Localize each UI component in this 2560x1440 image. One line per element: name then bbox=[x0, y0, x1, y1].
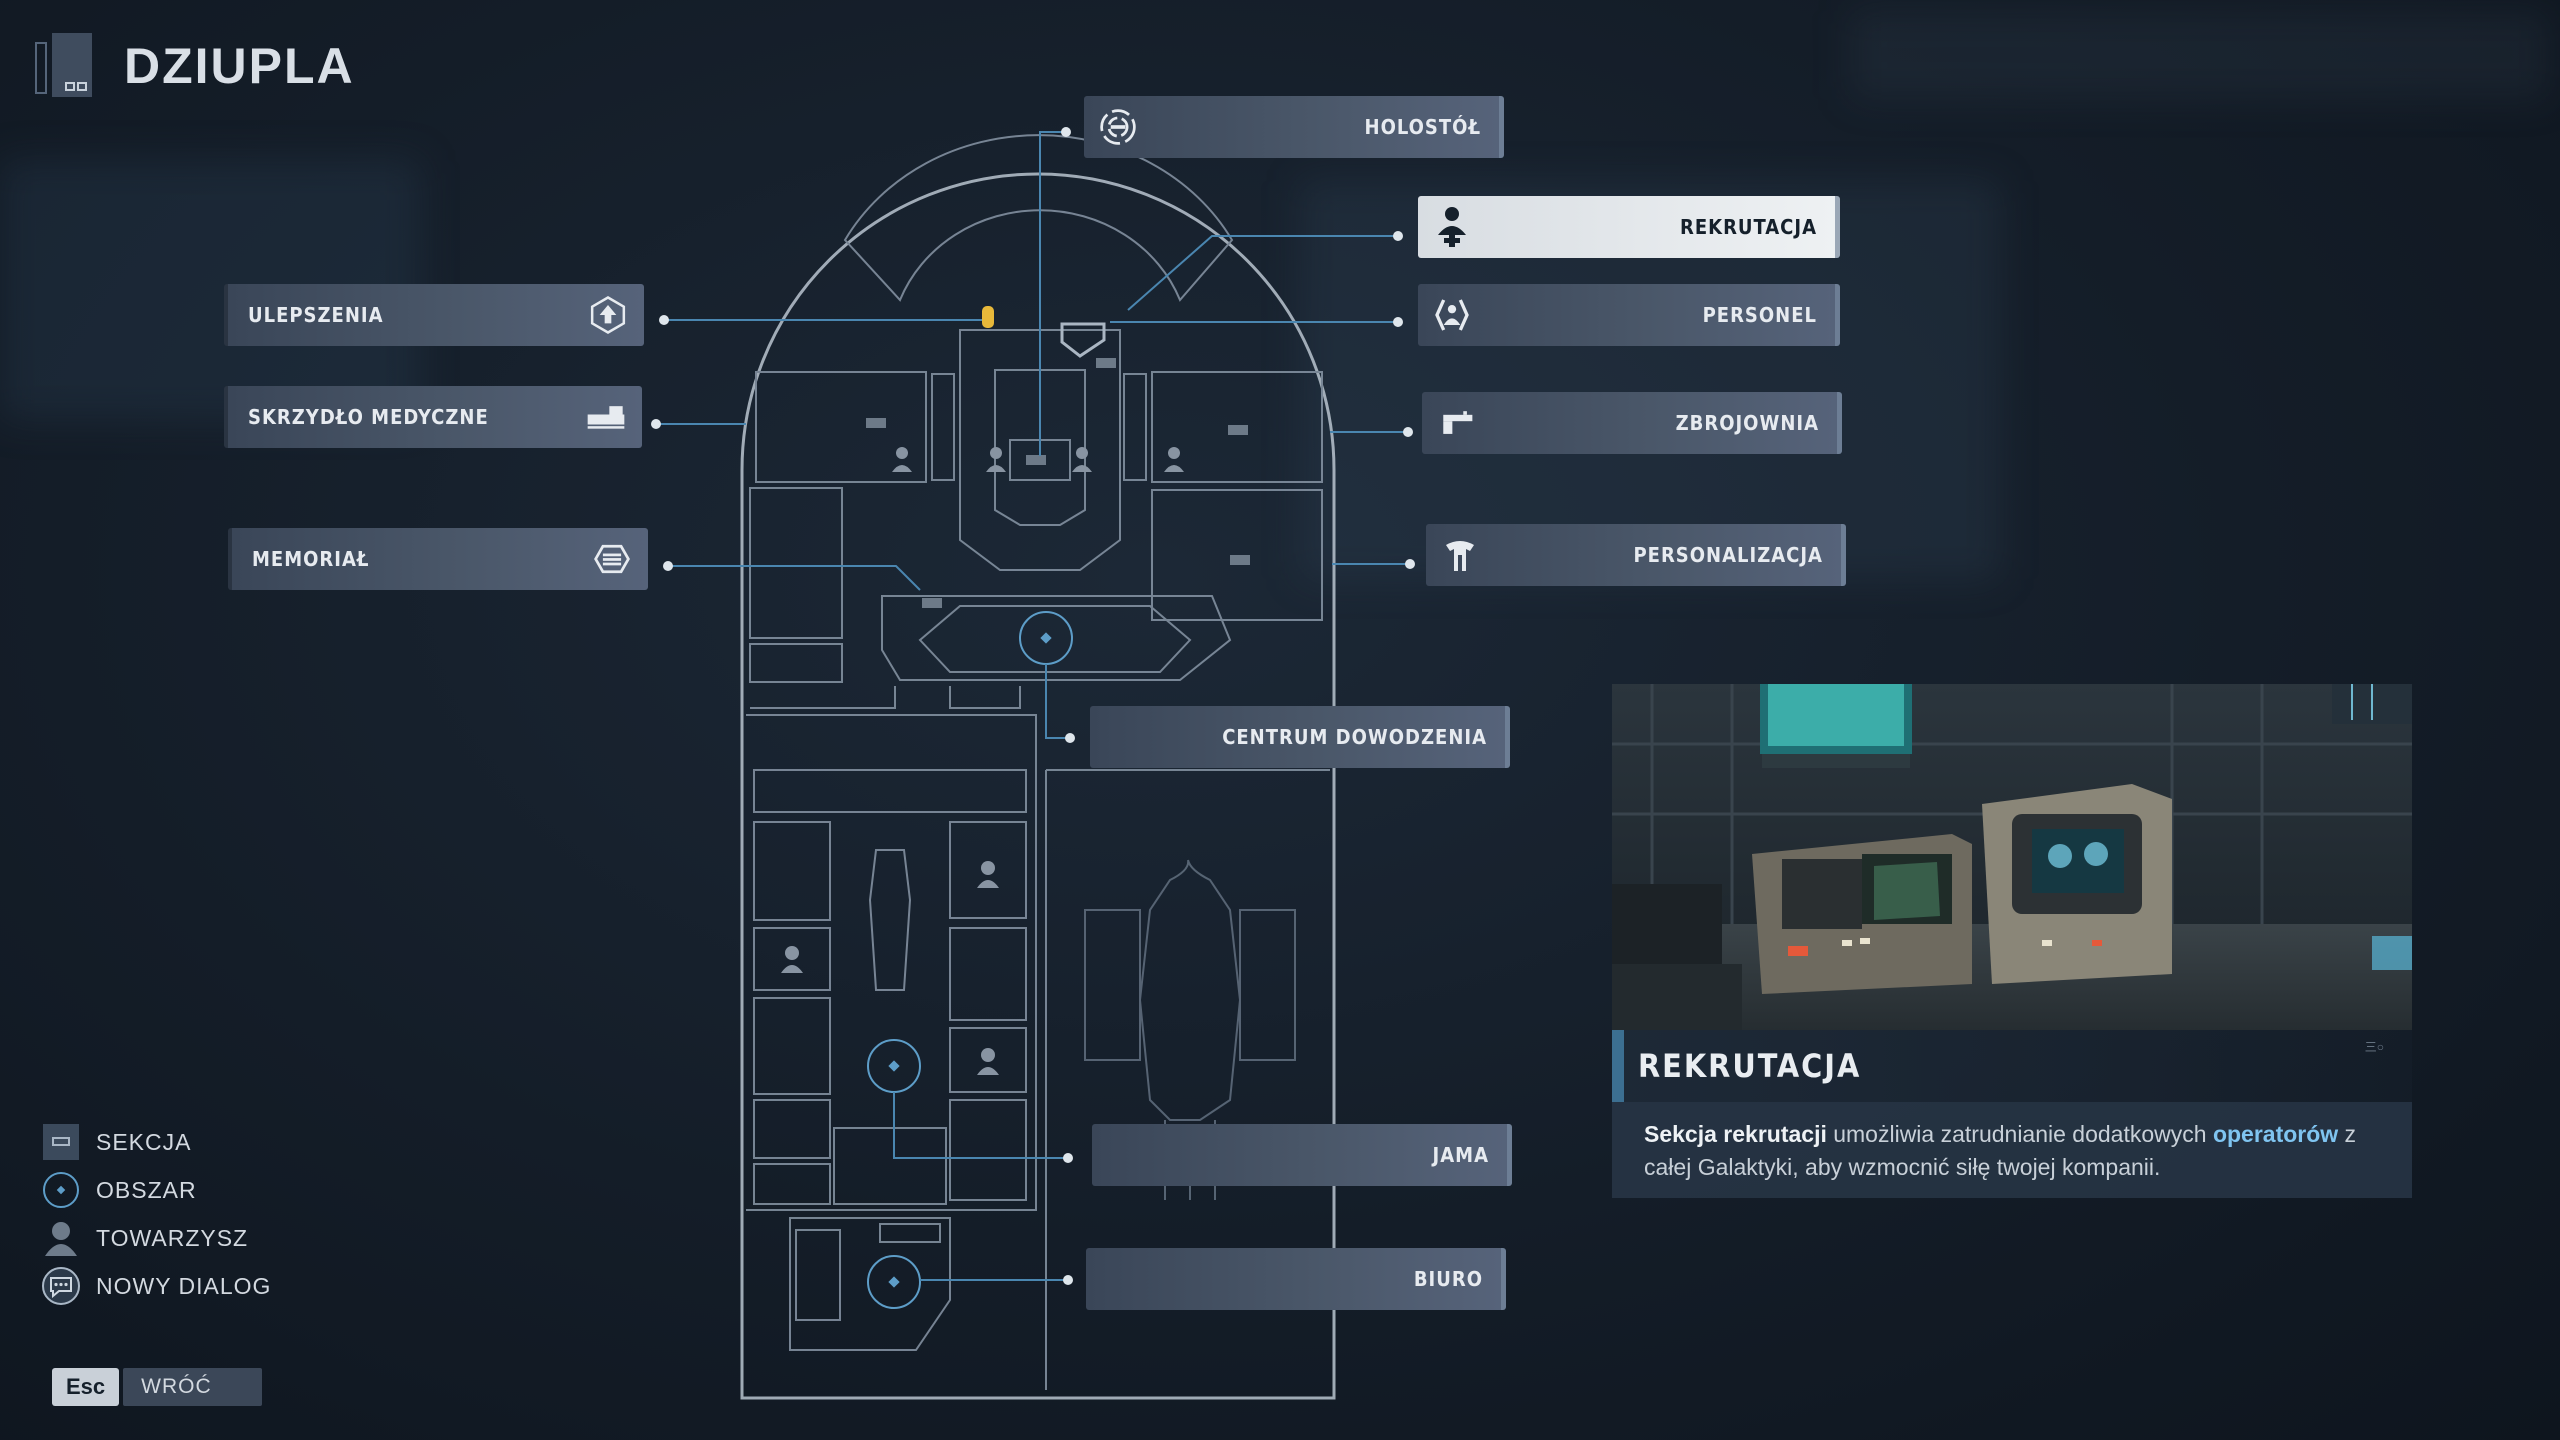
map-label-jama[interactable]: JAMA bbox=[1092, 1124, 1512, 1186]
new-dialog-icon bbox=[40, 1265, 82, 1307]
map-label-rekrutacja[interactable]: REKRUTACJA bbox=[1418, 196, 1840, 258]
legend-item-area: OBSZAR bbox=[40, 1166, 271, 1214]
memorial-icon bbox=[592, 539, 632, 579]
map-label-holostol[interactable]: HOLOSTÓŁ bbox=[1084, 96, 1504, 158]
map-label-personel[interactable]: PERSONEL bbox=[1418, 284, 1840, 346]
map-label-memorial[interactable]: MEMORIAŁ bbox=[228, 528, 648, 590]
area-icon bbox=[40, 1169, 82, 1211]
background-blur bbox=[1850, 10, 2550, 100]
legend-label: NOWY DIALOG bbox=[96, 1272, 272, 1299]
map-label-text: REKRUTACJA bbox=[1679, 215, 1817, 239]
companion-icon bbox=[40, 1217, 82, 1259]
map-label-text: SKRZYDŁO MEDYCZNE bbox=[248, 405, 489, 429]
map-label-text: HOLOSTÓŁ bbox=[1364, 115, 1481, 139]
info-title: REKRUTACJA bbox=[1638, 1047, 1862, 1085]
map-label-personalizacja[interactable]: PERSONALIZACJA bbox=[1426, 524, 1846, 586]
recruitment-terminal-image bbox=[1612, 684, 2412, 1030]
map-label-text: ULEPSZENIA bbox=[248, 303, 384, 327]
back-button[interactable]: WRÓĆ bbox=[123, 1368, 262, 1406]
recruit-icon bbox=[1432, 207, 1472, 247]
info-desc-text: umożliwia zatrudnianie dodatkowych bbox=[1826, 1121, 2213, 1147]
map-label-text: PERSONEL bbox=[1702, 303, 1817, 327]
map-label-skrzydlo-medyczne[interactable]: SKRZYDŁO MEDYCZNE bbox=[224, 386, 642, 448]
map-label-text: JAMA bbox=[1432, 1143, 1489, 1167]
map-label-ulepszenia[interactable]: ULEPSZENIA bbox=[224, 284, 644, 346]
legend-item-new-dialog: NOWY DIALOG bbox=[40, 1262, 271, 1310]
info-desc-bold: Sekcja rekrutacji bbox=[1644, 1121, 1827, 1147]
info-title-bar: REKRUTACJA bbox=[1612, 1030, 2412, 1102]
back-control[interactable]: Esc WRÓĆ bbox=[52, 1368, 262, 1406]
page-header: DZIUPLA bbox=[30, 26, 355, 106]
legend-label: OBSZAR bbox=[96, 1176, 197, 1203]
legend-label: SEKCJA bbox=[96, 1128, 192, 1155]
locker-icon bbox=[30, 31, 96, 101]
info-desc-text: z całej Galaktyki, aby wzmocnić siłę two… bbox=[1644, 1121, 2357, 1180]
map-label-centrum-dowodzenia[interactable]: CENTRUM DOWODZENIA bbox=[1090, 706, 1510, 768]
map-label-zbrojownia[interactable]: ZBROJOWNIA bbox=[1422, 392, 1842, 454]
map-label-biuro[interactable]: BIURO bbox=[1086, 1248, 1506, 1310]
map-label-text: BIURO bbox=[1413, 1267, 1483, 1291]
map-legend: SEKCJA OBSZAR TOWARZYSZ NOWY DIALOG bbox=[40, 1118, 271, 1310]
upgrade-emblem-icon bbox=[588, 295, 628, 335]
medical-bed-icon bbox=[586, 397, 626, 437]
hologram-icon bbox=[1098, 107, 1138, 147]
legend-item-section: SEKCJA bbox=[40, 1118, 271, 1166]
info-description: Sekcja rekrutacji umożliwia zatrudnianie… bbox=[1612, 1102, 2412, 1198]
info-desc-highlight: operatorów bbox=[2212, 1121, 2339, 1147]
legend-label: TOWARZYSZ bbox=[96, 1224, 249, 1251]
legend-item-companion: TOWARZYSZ bbox=[40, 1214, 271, 1262]
section-icon bbox=[40, 1121, 82, 1163]
map-label-text: CENTRUM DOWODZENIA bbox=[1222, 725, 1487, 749]
blaster-icon bbox=[1436, 403, 1476, 443]
armor-icon bbox=[1440, 535, 1480, 575]
personnel-icon bbox=[1432, 295, 1472, 335]
image-tag: 三○ bbox=[2364, 1040, 2384, 1054]
info-panel: 三○ REKRUTACJA Sekcja rekrutacji umożliwi… bbox=[1612, 684, 2412, 1198]
page-title: DZIUPLA bbox=[124, 38, 355, 94]
esc-key-badge[interactable]: Esc bbox=[52, 1368, 120, 1406]
map-label-text: PERSONALIZACJA bbox=[1633, 543, 1823, 567]
map-label-text: ZBROJOWNIA bbox=[1675, 411, 1819, 435]
map-label-text: MEMORIAŁ bbox=[252, 547, 370, 571]
